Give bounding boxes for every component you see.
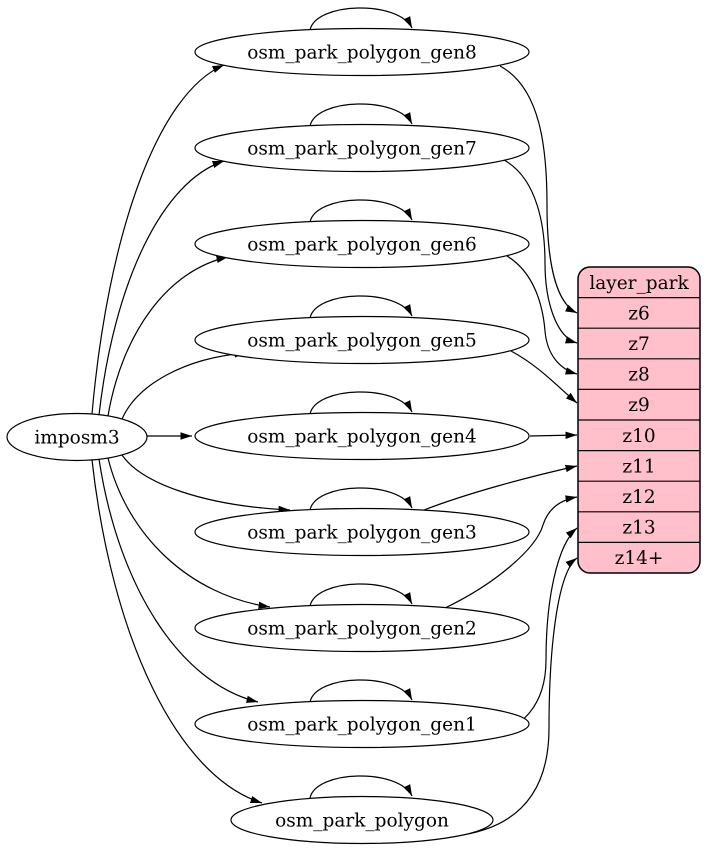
- edge-osm_park_polygon_gen7-to-z7: [503, 159, 578, 344]
- layer-row-label-z6: z6: [628, 303, 650, 324]
- edge-osm_park_polygon_gen3-to-z11: [423, 464, 578, 511]
- node-osm_park_polygon_gen2-label: osm_park_polygon_gen2: [247, 619, 477, 640]
- node-osm_park_polygon_gen2: [194, 603, 530, 653]
- edge-imposm3-to-osm_park_polygon_gen7: [98, 160, 225, 416]
- node-osm_park_polygon_gen6-label: osm_park_polygon_gen6: [247, 235, 477, 256]
- node-osm_park_polygon_gen4: [194, 411, 530, 461]
- layer-row-label-z11: z11: [622, 456, 655, 477]
- node-osm_park_polygon_gen5: [194, 315, 530, 365]
- layer-row-label-z9: z9: [628, 395, 650, 416]
- node-osm_park_polygon_gen4-label: osm_park_polygon_gen4: [247, 427, 477, 448]
- node-osm_park_polygon_gen1-label: osm_park_polygon_gen1: [247, 715, 477, 736]
- layer-row-label-z7: z7: [628, 334, 650, 355]
- edge-imposm3-to-osm_park_polygon_gen8: [91, 64, 225, 415]
- node-osm_park_polygon_gen6: [194, 219, 530, 269]
- self-loop-osm_park_polygon_gen5: [309, 295, 413, 319]
- edge-osm_park_polygon_gen8-to-z6: [499, 65, 578, 314]
- edge-osm_park_polygon_gen4-to-z10: [529, 431, 578, 439]
- self-loop-osm_park_polygon_gen3: [309, 487, 413, 511]
- layer-row-label-z14+: z14+: [615, 548, 664, 569]
- edge-imposm3-to-osm_park_polygon_gen6: [107, 255, 229, 417]
- layer-row-label-z13: z13: [622, 518, 655, 539]
- self-loop-osm_park_polygon: [309, 775, 413, 799]
- edge-imposm3-to-osm_park_polygon_gen1: [98, 458, 259, 703]
- self-loop-osm_park_polygon_gen2: [309, 583, 413, 607]
- node-osm_park_polygon-label: osm_park_polygon: [275, 811, 449, 832]
- node-osm_park_polygon_gen8: [194, 27, 530, 77]
- self-loop-osm_park_polygon_gen4: [309, 391, 413, 415]
- self-loop-osm_park_polygon_gen8: [309, 7, 413, 31]
- edge-osm_park_polygon_gen2-to-z12: [444, 495, 578, 609]
- node-osm_park_polygon_gen3-label: osm_park_polygon_gen3: [247, 523, 477, 544]
- node-imposm3-label: imposm3: [34, 428, 119, 449]
- edge-osm_park_polygon_gen5-to-z9: [510, 350, 578, 404]
- node-osm_park_polygon_gen7: [194, 123, 530, 173]
- node-osm_park_polygon_gen1: [194, 699, 530, 749]
- layer-row-label-z8: z8: [628, 365, 650, 386]
- layer-park-header: layer_park: [589, 273, 689, 294]
- layer-row-label-z12: z12: [622, 487, 655, 508]
- edge-imposm3-to-osm_park_polygon_gen3: [121, 454, 291, 514]
- node-osm_park_polygon_gen3: [194, 507, 530, 557]
- edge-osm_park_polygon-to-z14+: [454, 557, 578, 837]
- node-osm_park_polygon_gen8-label: osm_park_polygon_gen8: [247, 43, 477, 64]
- self-loop-osm_park_polygon_gen7: [309, 103, 413, 127]
- self-loop-osm_park_polygon_gen1: [309, 679, 413, 703]
- node-osm_park_polygon_gen5-label: osm_park_polygon_gen5: [247, 331, 477, 352]
- edge-imposm3-to-osm_park_polygon_gen2: [107, 457, 271, 609]
- edge-imposm3-to-osm_park_polygon_gen5: [121, 350, 247, 420]
- edge-imposm3-to-osm_park_polygon: [91, 459, 263, 804]
- edges-layer: [91, 7, 578, 837]
- node-imposm3: [6, 412, 148, 462]
- nodes-layer: imposm3 osm_park_polygon_gen8 osm_park_pol…: [6, 27, 530, 845]
- node-osm_park_polygon: [230, 795, 494, 845]
- layer-table: layer_park z6 z7 z8 z9 z10 z11 z12 z13 z14+: [577, 266, 701, 574]
- self-loop-osm_park_polygon_gen6: [309, 199, 413, 223]
- layer-row-label-z10: z10: [622, 426, 655, 447]
- edge-osm_park_polygon_gen6-to-z8: [506, 255, 578, 375]
- node-osm_park_polygon_gen7-label: osm_park_polygon_gen7: [247, 139, 477, 160]
